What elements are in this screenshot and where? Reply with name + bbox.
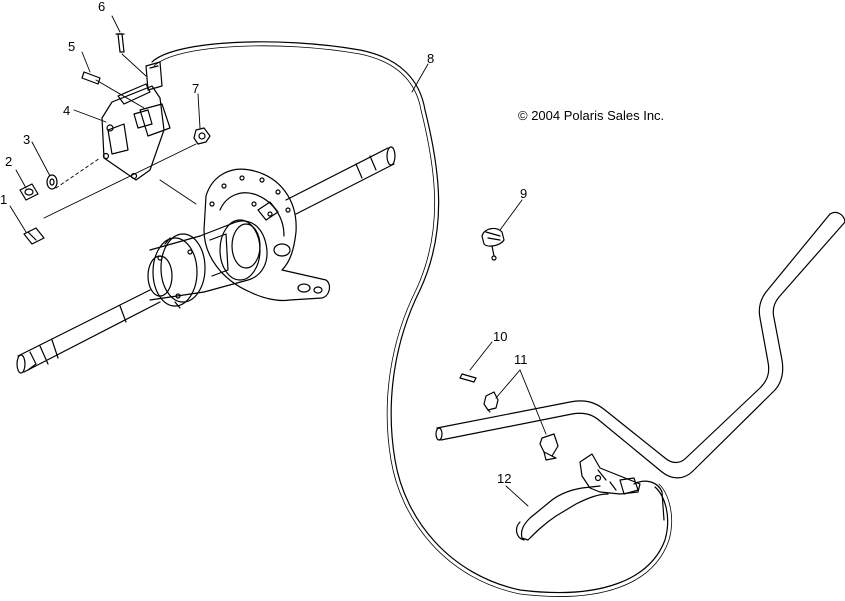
callout-8: 8 [427,51,435,66]
callout-10: 10 [493,329,508,344]
handlebar [436,212,845,477]
copyright-notice: © 2004 Polaris Sales Inc. [518,108,665,123]
callout-7: 7 [192,81,200,96]
callout-2: 2 [5,154,13,169]
pin-6 [116,34,124,52]
callout-11: 11 [514,352,528,367]
callout-3: 3 [23,132,31,147]
rear-axle-assembly [17,147,395,373]
lever-clamp [484,392,558,460]
washer-3 [47,175,57,189]
pin [460,374,476,382]
brake-cable [152,42,672,597]
callout-5: 5 [68,39,76,54]
brake-lever [517,454,664,540]
callout-1: 1 [0,192,8,207]
pin-5 [82,72,100,84]
leader-lines [10,16,546,506]
bolt-2 [20,184,38,200]
callout-12: 12 [497,471,512,486]
callout-9: 9 [520,186,528,201]
callout-4: 4 [63,103,71,118]
cable-clip [482,229,504,260]
nut-7 [194,128,210,144]
caliper-bracket [102,62,170,180]
bolt-1 [24,228,44,244]
callout-6: 6 [98,0,106,14]
